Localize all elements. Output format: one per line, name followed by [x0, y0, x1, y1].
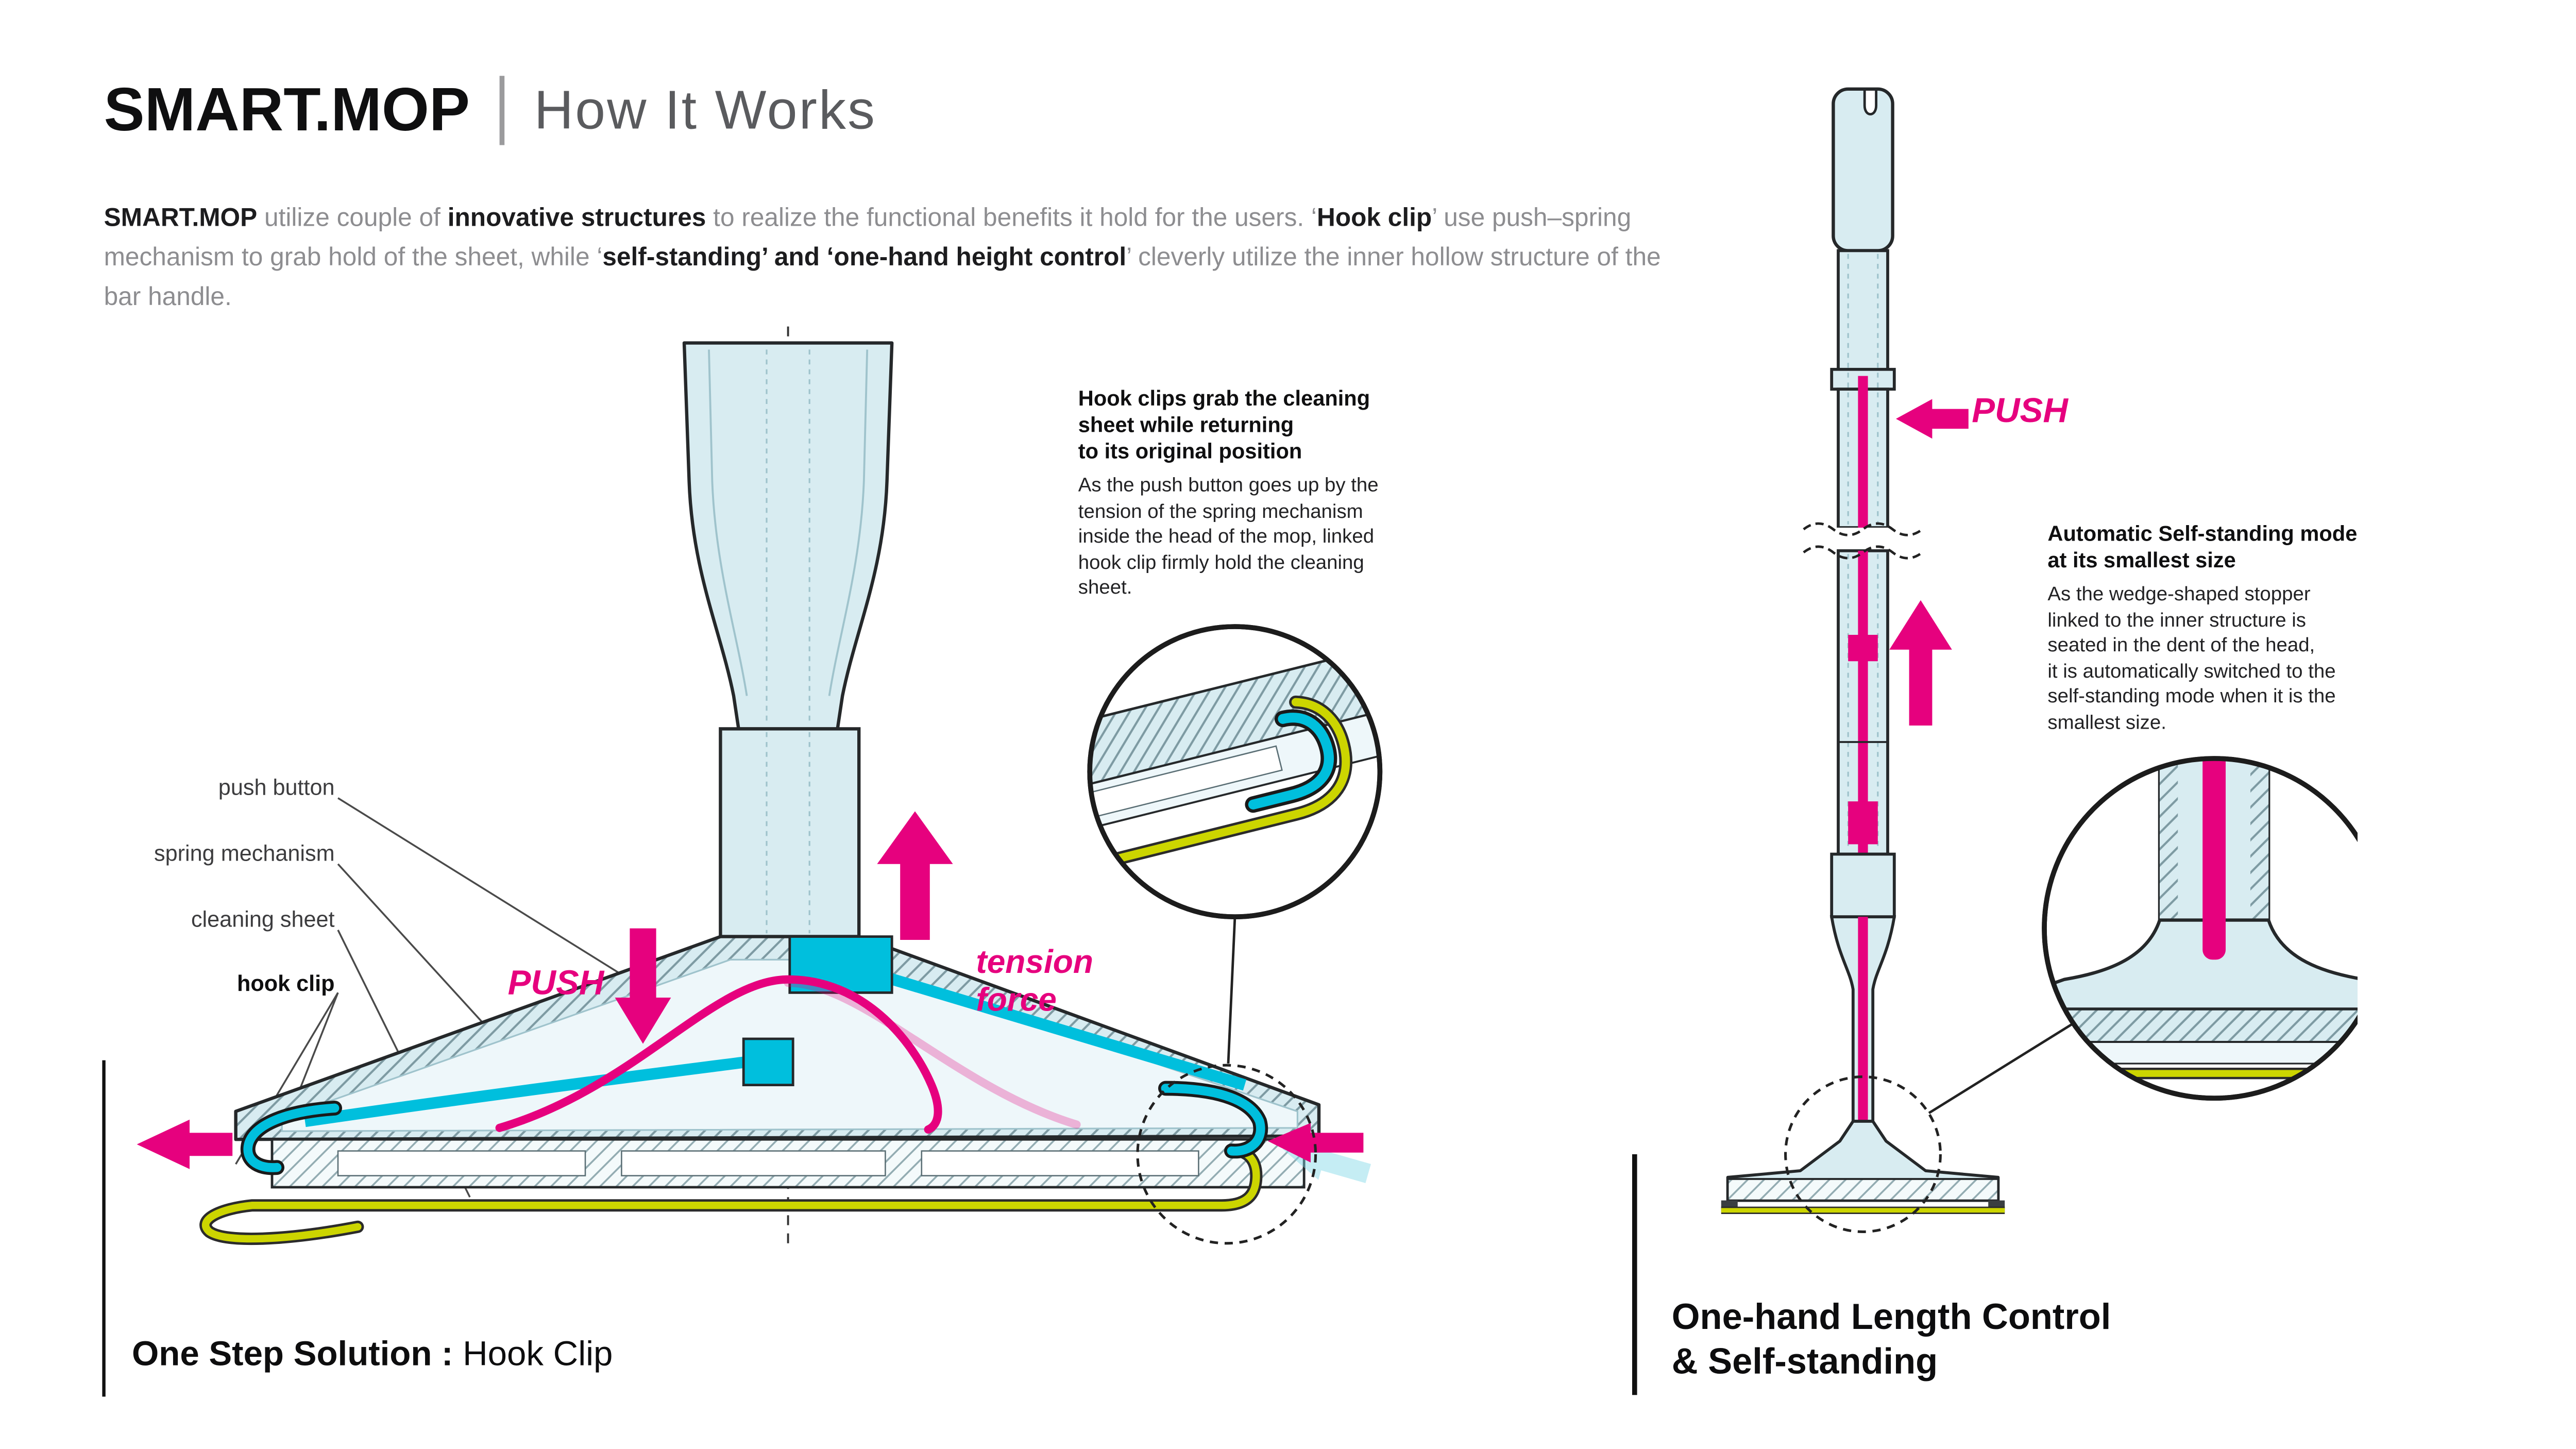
hook-clip-caption: One Step Solution : Hook Clip [132, 1336, 613, 1375]
intro-paragraph: SMART.MOP utilize couple of innovative s… [104, 199, 1667, 317]
wedge-stopper-upper [1848, 635, 1878, 662]
magnifier-connector-line [1227, 918, 1236, 1064]
caption-regular: Hook Clip [453, 1336, 613, 1374]
title-divider [499, 76, 505, 145]
push-down-arrow-icon [615, 928, 671, 1044]
push-label-left: PUSH [507, 965, 604, 1003]
callout-body: As the push button goes up by the tensio… [1078, 473, 1379, 599]
spring-linkage-ghost [784, 979, 1081, 1129]
intro-text: to realize the functional benefits it ho… [706, 204, 1317, 232]
mop-standing [1721, 87, 2005, 1215]
mop-handle [682, 341, 894, 731]
push-label-right: PUSH [1972, 392, 2068, 431]
spring-linkage [495, 975, 942, 1134]
page-title: How It Works [534, 79, 877, 140]
inner-rod-zoomed [2202, 760, 2226, 960]
intro-bold-controls: self-standing’ and ‘one-hand height cont… [602, 243, 1127, 272]
left-hook-clip [240, 1101, 343, 1175]
grip-handle [1832, 87, 1894, 252]
detail-focus-circle [1136, 1064, 1317, 1245]
sheet-release-arrow-icon [137, 1119, 233, 1169]
hook-clip-callout: Hook clips grab the cleaning sheet while… [1078, 386, 1416, 601]
self-standing-magnifier [2042, 756, 2358, 1101]
intro-text: utilize couple of [257, 204, 448, 232]
part-label-cleaning-sheet: cleaning sheet [191, 907, 335, 932]
break-line-bottom [1803, 545, 1923, 560]
tube-break-gap [1826, 528, 1900, 549]
cleaning-sheet [199, 1144, 1263, 1245]
part-label-push-button: push button [218, 775, 335, 800]
wedge-stopper-lower [1848, 801, 1878, 845]
sheet-pull-arrow-icon [1267, 1123, 1364, 1162]
detail-focus-circle [1784, 1075, 1942, 1233]
self-standing-callout: Automatic Self-standing mode at its smal… [2047, 521, 2385, 735]
push-button-base [742, 1037, 794, 1087]
intro-text: ’ use push–spring mechanism to grab hold… [104, 204, 1632, 272]
left-section-rule [102, 1060, 106, 1397]
intro-bold-structures: innovative structures [447, 204, 706, 232]
hook-clip-cross-section-illustration [137, 326, 1383, 1245]
right-section-rule [1632, 1154, 1636, 1395]
header: SMART.MOP How It Works [104, 76, 877, 145]
hanging-hook-slot [1863, 90, 1878, 115]
self-standing-illustration [1721, 87, 2358, 1233]
intro-text: ’ cleverly utilize the inner hollow stru… [104, 243, 1661, 311]
part-label-spring-mechanism: spring mechanism [154, 841, 335, 866]
hook-clip-mechanism [304, 935, 1247, 1134]
tension-force-arrow-icon [877, 811, 953, 940]
caption-bold: One Step Solution : [132, 1336, 453, 1374]
break-line-top [1803, 522, 1923, 536]
mop-neck-collar [719, 727, 861, 938]
part-label-hook-clip: hook clip [236, 971, 335, 996]
callout-body: As the wedge-shaped stopper linked to th… [2047, 582, 2336, 733]
brand-title: SMART.MOP [104, 76, 470, 144]
hook-clip-magnifier [1087, 624, 1383, 920]
tension-force-label: tension force [976, 945, 1093, 1019]
intro-bold-hook-clip: Hook clip [1317, 204, 1432, 232]
callout-heading: Hook clips grab the cleaning sheet while… [1078, 385, 1370, 464]
right-hook-clip [1158, 1081, 1268, 1159]
extend-up-arrow-icon [1889, 600, 1952, 726]
callout-heading: Automatic Self-standing mode at its smal… [2047, 521, 2358, 572]
intro-bold-brand: SMART.MOP [104, 204, 258, 232]
inner-rod-upper [1858, 376, 1868, 528]
length-control-caption: One-hand Length Control & Self-standing [1671, 1296, 2111, 1382]
push-left-arrow-icon [1896, 399, 1969, 439]
magnifier-connector-line [1928, 1023, 2073, 1115]
